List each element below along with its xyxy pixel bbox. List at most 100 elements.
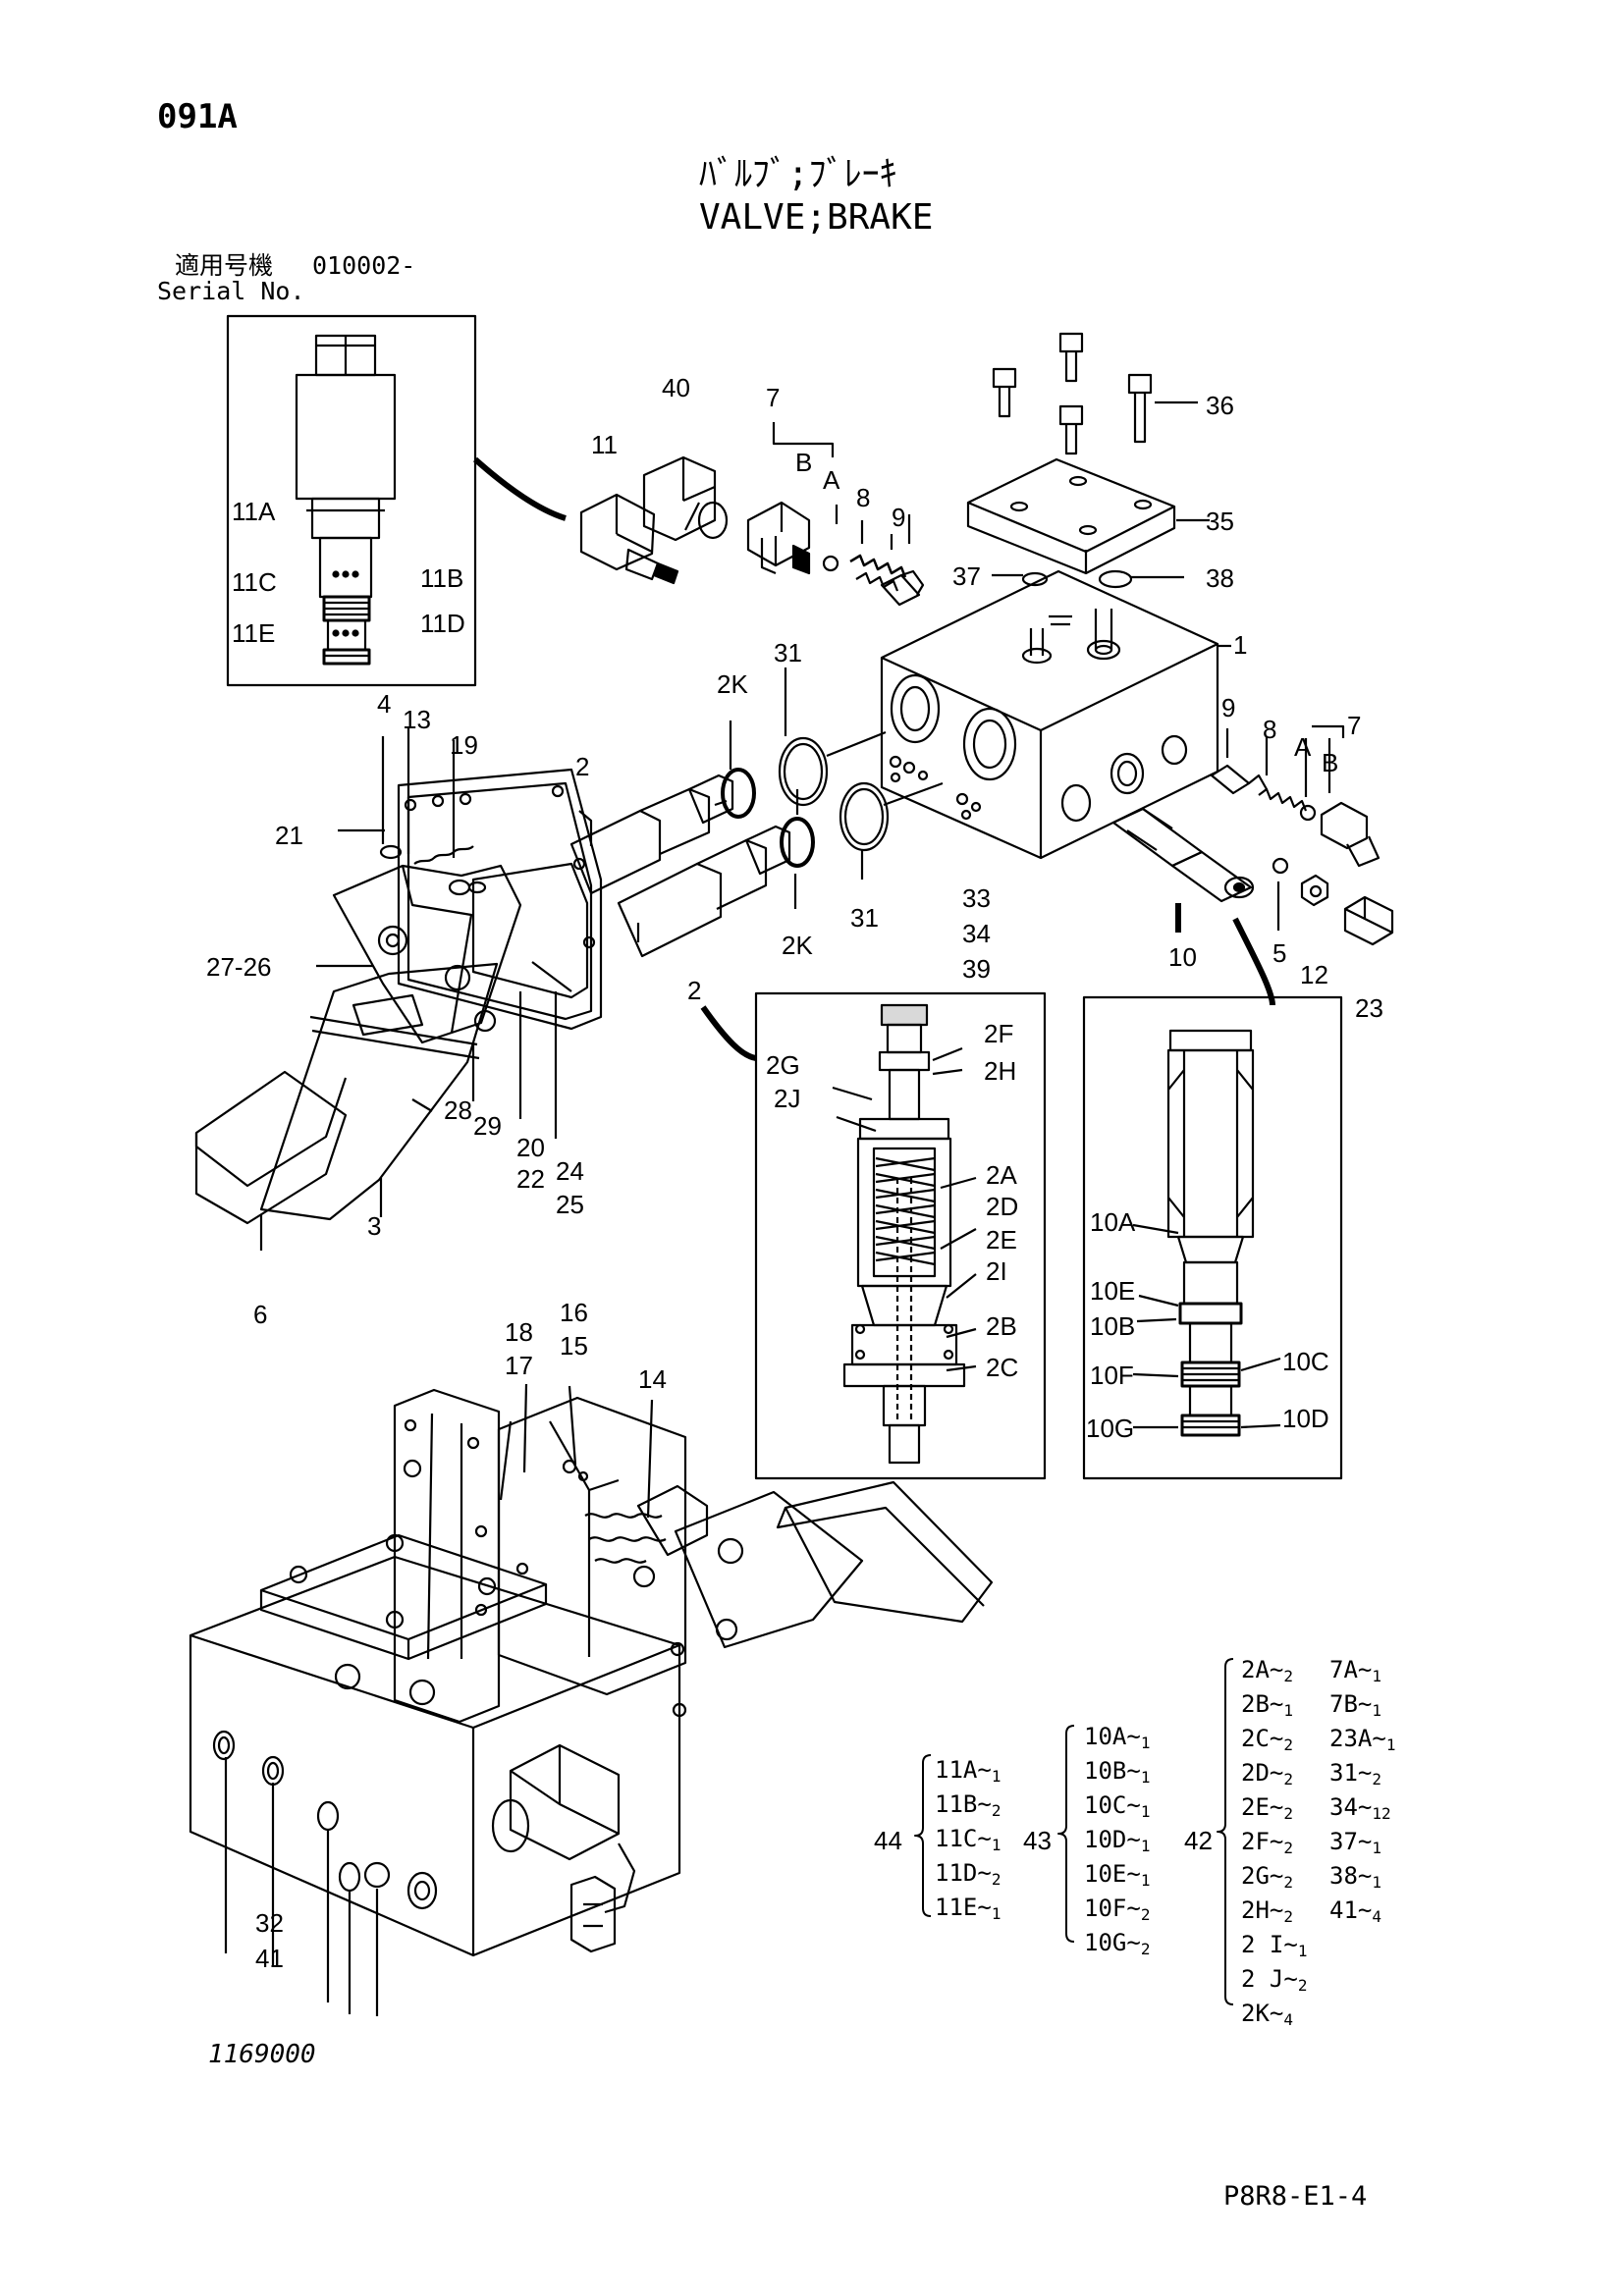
callout-13: 13 [403, 705, 431, 734]
callout-B: B [795, 448, 813, 477]
title-english: VALVE;BRAKE [699, 197, 934, 238]
kit-item: 2A~2 [1241, 1656, 1293, 1685]
detail-box-cartridge [700, 991, 1047, 1480]
callout-10G: 10G [1086, 1414, 1135, 1443]
kit-item: 38~1 [1329, 1862, 1381, 1892]
kit-item: 2 I~1 [1241, 1931, 1308, 1960]
callout-7: 7 [766, 383, 781, 412]
kit-item: 2G~2 [1241, 1862, 1293, 1892]
kit-item: 2C~2 [1241, 1725, 1293, 1754]
valve-cartridges [569, 774, 791, 958]
kit-item: 41~4 [1329, 1896, 1381, 1926]
callout-35: 35 [1206, 507, 1234, 536]
kit-item: 2B~1 [1241, 1690, 1293, 1720]
callout-10F: 10F [1090, 1361, 1134, 1390]
callout-29: 29 [473, 1111, 502, 1141]
callout-8-right: 8 [1263, 715, 1277, 744]
kit-item: 11B~2 [935, 1790, 1001, 1820]
callout-23: 23 [1355, 993, 1383, 1023]
kit-42-number: 42 [1184, 1826, 1213, 1855]
callout-2H: 2H [984, 1056, 1017, 1086]
callout-2A: 2A [986, 1160, 1017, 1190]
drawing-number: 1169000 [208, 2040, 316, 2069]
kit-44-list: 11A~1 11B~2 11C~1 11D~2 11E~1 [935, 1753, 1001, 1925]
serial-value: 010002- [312, 251, 416, 280]
callout-11A: 11A [232, 497, 276, 526]
callout-1: 1 [1233, 630, 1248, 660]
kit-item: 2 J~2 [1241, 1965, 1308, 1995]
callout-16: 16 [560, 1298, 588, 1327]
callout-2D: 2D [986, 1192, 1019, 1221]
callout-21: 21 [275, 821, 303, 850]
kit-42-list-col2: 7A~1 7B~1 23A~1 31~2 34~12 37~1 38~1 41~… [1329, 1653, 1395, 1928]
callout-24: 24 [556, 1156, 584, 1186]
callout-2-lower: 2 [687, 976, 702, 1005]
callout-40: 40 [662, 373, 690, 402]
callout-11C: 11C [232, 567, 277, 597]
kit-item: 10A~1 [1084, 1723, 1151, 1752]
kit-item: 2D~2 [1241, 1759, 1293, 1789]
callout-2C: 2C [986, 1353, 1019, 1382]
kit-item: 11C~1 [935, 1825, 1001, 1854]
callout-10D: 10D [1282, 1404, 1329, 1433]
callout-8: 8 [856, 483, 871, 512]
kit-item: 7A~1 [1329, 1656, 1381, 1685]
kit-item: 31~2 [1329, 1759, 1381, 1789]
assembled-view [189, 1383, 994, 2016]
callout-11E: 11E [232, 618, 276, 648]
kit-item: 2F~2 [1241, 1828, 1293, 1857]
callout-11B: 11B [420, 563, 464, 593]
callout-34: 34 [962, 919, 991, 948]
detail-box-solenoid [226, 314, 567, 687]
callout-27-26: 27-26 [206, 952, 272, 982]
callout-4: 4 [377, 689, 392, 719]
kit-braces [914, 1658, 1234, 2005]
callout-33: 33 [962, 883, 991, 913]
top-parts [579, 422, 925, 607]
callout-11D: 11D [420, 609, 465, 638]
callout-36: 36 [1206, 391, 1234, 420]
callout-19: 19 [450, 730, 478, 760]
kit-44-number: 44 [874, 1826, 902, 1855]
serial-label-japanese: 適用号機 [175, 251, 274, 280]
kit-item: 10F~2 [1084, 1895, 1151, 1924]
callout-39: 39 [962, 954, 991, 984]
callout-2E: 2E [986, 1225, 1017, 1255]
kit-42-list-col1: 2A~2 2B~1 2C~2 2D~2 2E~2 2F~2 2G~2 2H~2 … [1241, 1653, 1307, 2031]
callout-9: 9 [892, 503, 906, 532]
kit-item: 23A~1 [1329, 1725, 1396, 1754]
kit-item: 34~12 [1329, 1793, 1391, 1823]
callout-A: A [823, 465, 840, 495]
kit-item: 37~1 [1329, 1828, 1381, 1857]
callout-37: 37 [952, 561, 981, 591]
callout-B-right: B [1322, 748, 1339, 777]
kit-item: 2K~4 [1241, 2000, 1293, 2029]
callout-22: 22 [516, 1164, 545, 1194]
callout-31-upper: 31 [774, 638, 802, 667]
cover-plate [966, 332, 1210, 589]
callout-41: 41 [255, 1944, 284, 1973]
kit-item: 2H~2 [1241, 1896, 1293, 1926]
page-code: 091A [157, 97, 238, 136]
kit-item: 2E~2 [1241, 1793, 1293, 1823]
serial-label-english: Serial No. [157, 277, 305, 305]
pedal-assembly-upper [194, 726, 603, 1251]
callout-2B: 2B [986, 1311, 1017, 1341]
kit-43-list: 10A~1 10B~1 10C~1 10D~1 10E~1 10F~2 10G~… [1084, 1720, 1150, 1960]
kit-item: 10B~1 [1084, 1757, 1151, 1787]
kit-item: 10C~1 [1084, 1791, 1151, 1821]
kit-43-number: 43 [1023, 1826, 1052, 1855]
callout-31-lower: 31 [850, 903, 879, 933]
kit-item: 10G~2 [1084, 1929, 1151, 1958]
page-reference: P8R8-E1-4 [1223, 2181, 1368, 2212]
callout-12: 12 [1300, 960, 1328, 989]
callout-11: 11 [591, 430, 618, 459]
callout-2G: 2G [766, 1050, 800, 1080]
callout-17: 17 [505, 1351, 533, 1380]
detail-box-cartridge-10 [1082, 995, 1343, 1480]
callout-10C: 10C [1282, 1347, 1329, 1376]
callout-15: 15 [560, 1331, 588, 1361]
callout-10: 10 [1168, 942, 1197, 972]
callout-10E: 10E [1090, 1276, 1136, 1306]
callout-9-right: 9 [1221, 693, 1236, 722]
